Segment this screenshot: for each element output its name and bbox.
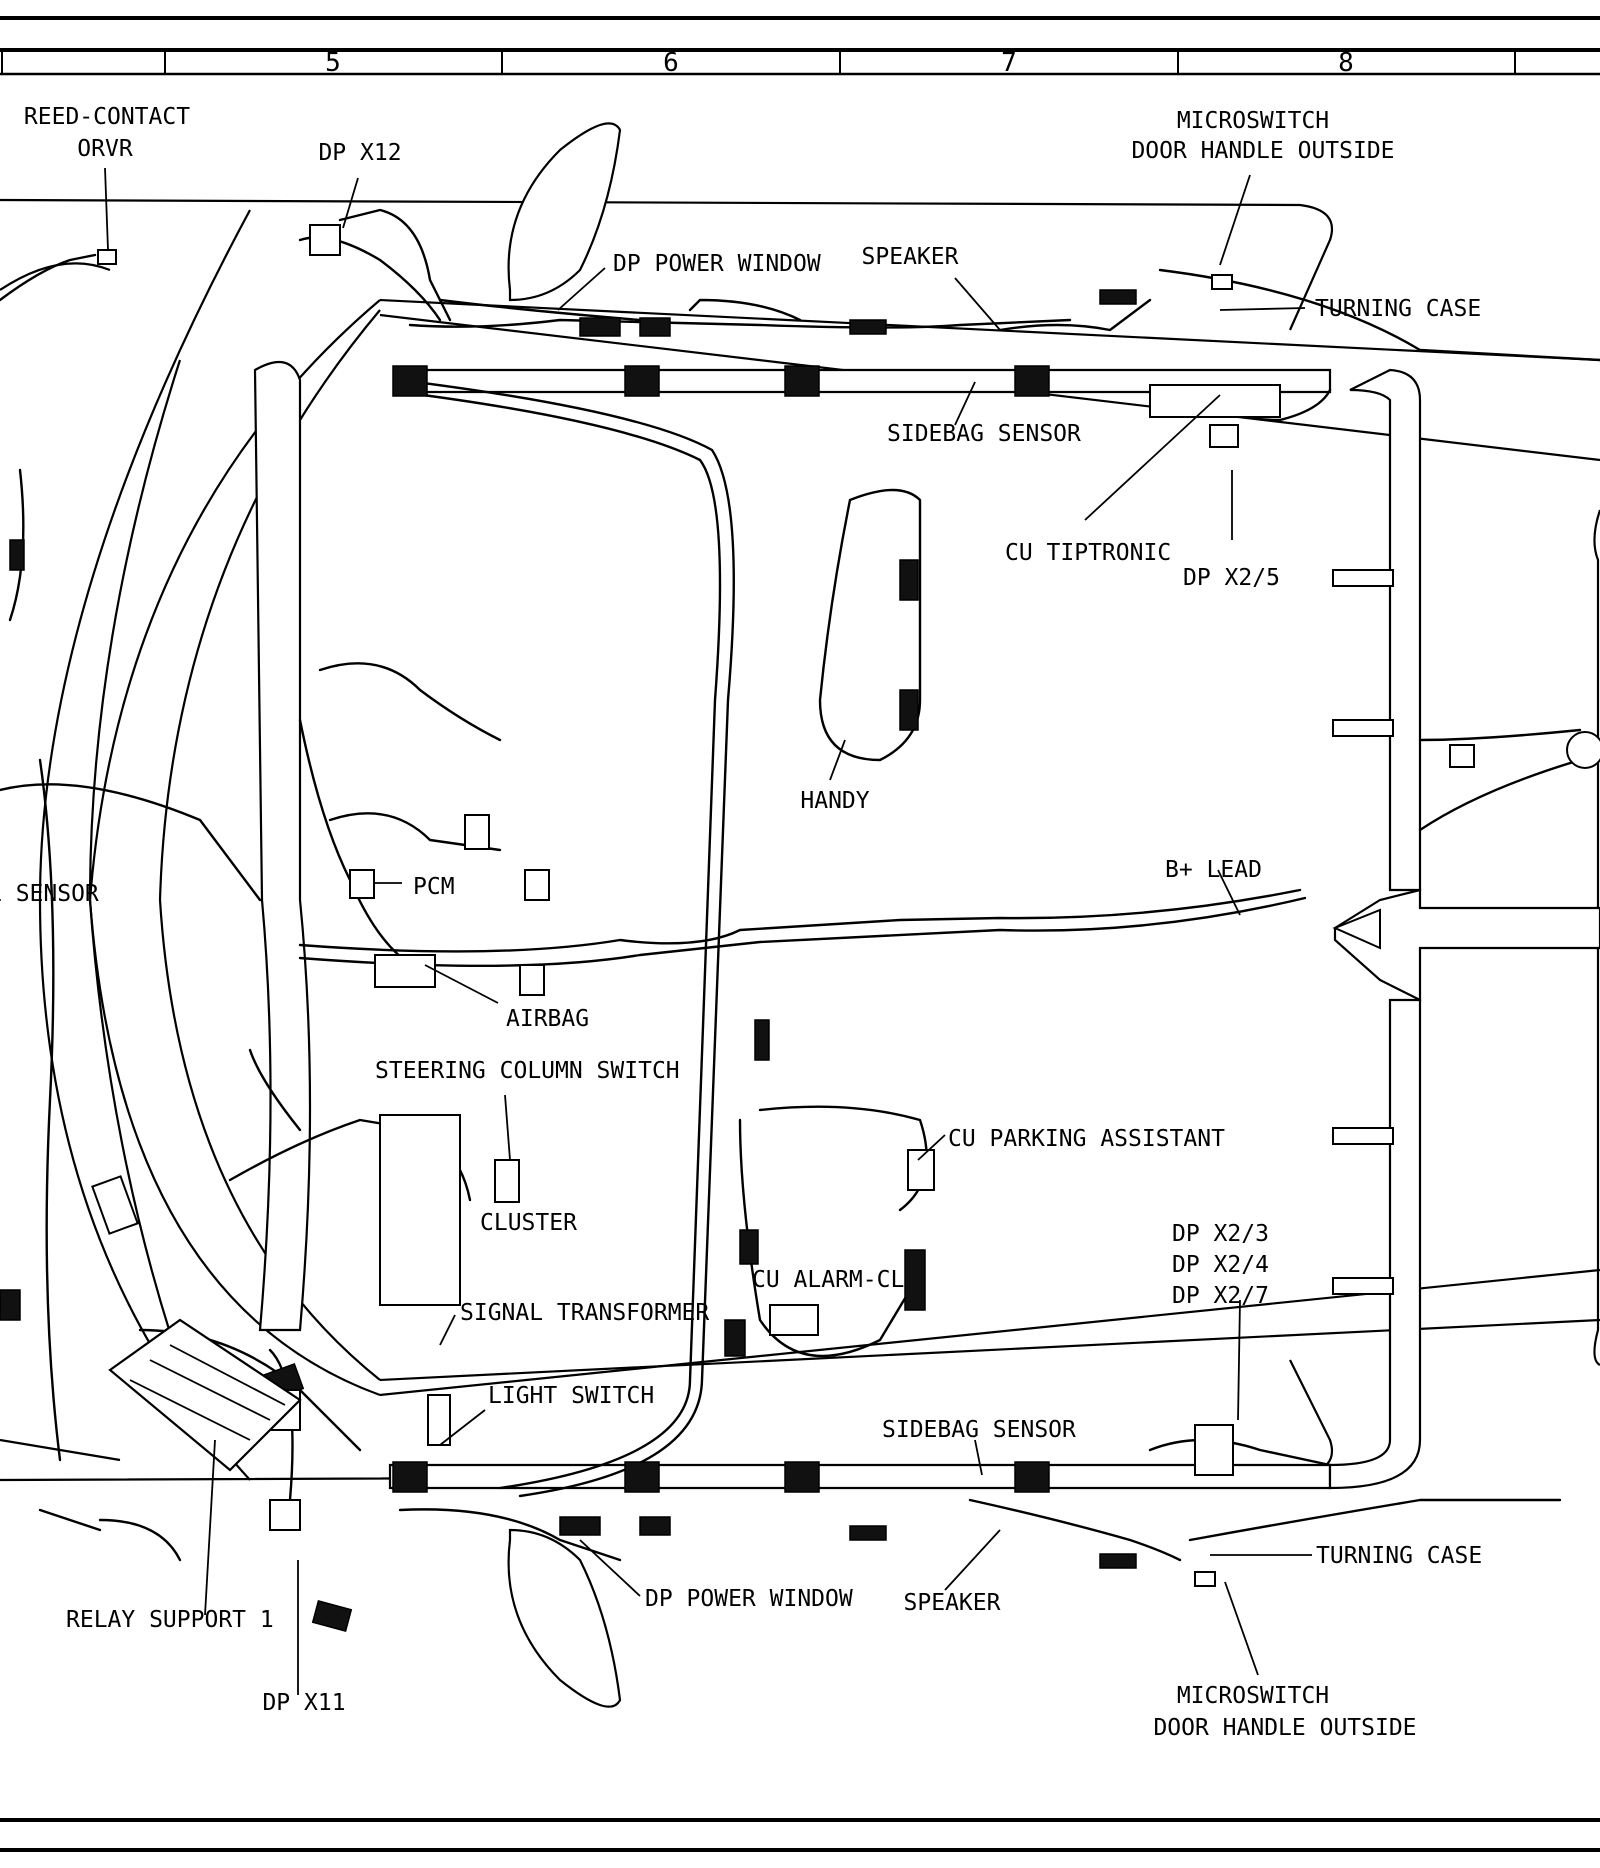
right-mirror <box>507 1528 622 1708</box>
label-dp-power-window-top: DP POWER WINDOW <box>613 251 821 277</box>
grid-column-5: 5 <box>325 48 341 78</box>
label-dp-x2-5: DP X2/5 <box>1183 565 1280 591</box>
label-airbag: AIRBAG <box>506 1006 589 1032</box>
grid-column-6: 6 <box>663 48 679 78</box>
label-cu-parking-assistant: CU PARKING ASSISTANT <box>948 1126 1225 1152</box>
label-light-switch: LIGHT SWITCH <box>488 1383 654 1409</box>
label-sidebag-sensor-bottom: SIDEBAG SENSOR <box>882 1417 1076 1443</box>
pcm-connector <box>349 869 375 899</box>
label-pcm: PCM <box>413 874 455 900</box>
label-microswitch-bottom: MICROSWITCH <box>1177 1683 1329 1709</box>
label-door-handle-outside-bottom: DOOR HANDLE OUTSIDE <box>1153 1715 1416 1741</box>
label-sidebag-sensor-top: SIDEBAG SENSOR <box>887 421 1081 447</box>
label-microswitch-top: MICROSWITCH <box>1177 108 1329 134</box>
label-cu-alarm-cl: CU ALARM-CL <box>752 1267 904 1293</box>
label-cu-tiptronic: CU TIPTRONIC <box>1005 540 1171 566</box>
label-signal-transformer: SIGNAL TRANSFORMER <box>460 1300 709 1326</box>
cu-tiptronic-box <box>1149 384 1281 418</box>
label-cluster: CLUSTER <box>480 1210 577 1236</box>
label-turning-case-top: TURNING CASE <box>1315 296 1481 322</box>
label-reed-contact: REED-CONTACT <box>24 104 190 130</box>
harness-trunks <box>253 360 1600 1498</box>
label-relay-support-1: RELAY SUPPORT 1 <box>66 1607 274 1633</box>
label-speaker-top: SPEAKER <box>862 244 959 270</box>
grid-column-7: 7 <box>1001 48 1017 78</box>
branch-wires <box>0 208 1600 1562</box>
relay-support-box <box>108 1318 302 1472</box>
left-mirror <box>507 122 622 302</box>
label-dp-x11: DP X11 <box>262 1690 345 1716</box>
label-dp-x12: DP X12 <box>318 140 401 166</box>
label-dp-power-window-bottom: DP POWER WINDOW <box>645 1586 853 1612</box>
label-dp-x2-7: DP X2/7 <box>1172 1283 1269 1309</box>
dp-x12-connector <box>309 224 341 256</box>
leader-lines <box>104 167 1312 1695</box>
label-orvr: ORVR <box>77 136 133 162</box>
label-sensor-left: L SENSOR <box>0 881 99 907</box>
component-boxes <box>91 224 1600 1587</box>
label-turning-case-bottom: TURNING CASE <box>1316 1543 1482 1569</box>
grid-column-8: 8 <box>1338 48 1354 78</box>
cluster-panel <box>379 1114 461 1306</box>
dp-x11-connector <box>269 1499 301 1531</box>
label-dp-x2-4: DP X2/4 <box>1172 1252 1269 1278</box>
label-steering-column-switch: STEERING COLUMN SWITCH <box>375 1058 680 1084</box>
component-labels: REED-CONTACT ORVR DP X12 DP POWER WINDOW… <box>0 104 1482 1741</box>
connectors <box>0 289 1137 1632</box>
cu-parking-assistant-box <box>907 1149 935 1191</box>
label-door-handle-outside-top: DOOR HANDLE OUTSIDE <box>1131 138 1394 164</box>
label-dp-x2-3: DP X2/3 <box>1172 1221 1269 1247</box>
cu-alarm-cl-box <box>769 1304 819 1336</box>
drawing-frame <box>0 16 1600 1852</box>
label-speaker-bottom: SPEAKER <box>904 1590 1001 1616</box>
airbag-module <box>374 954 436 988</box>
dp-x2-connector-box <box>1194 1424 1234 1476</box>
label-b-plus-lead: B+ LEAD <box>1165 857 1262 883</box>
label-handy: HANDY <box>800 788 869 814</box>
cluster-connector <box>494 1159 520 1203</box>
